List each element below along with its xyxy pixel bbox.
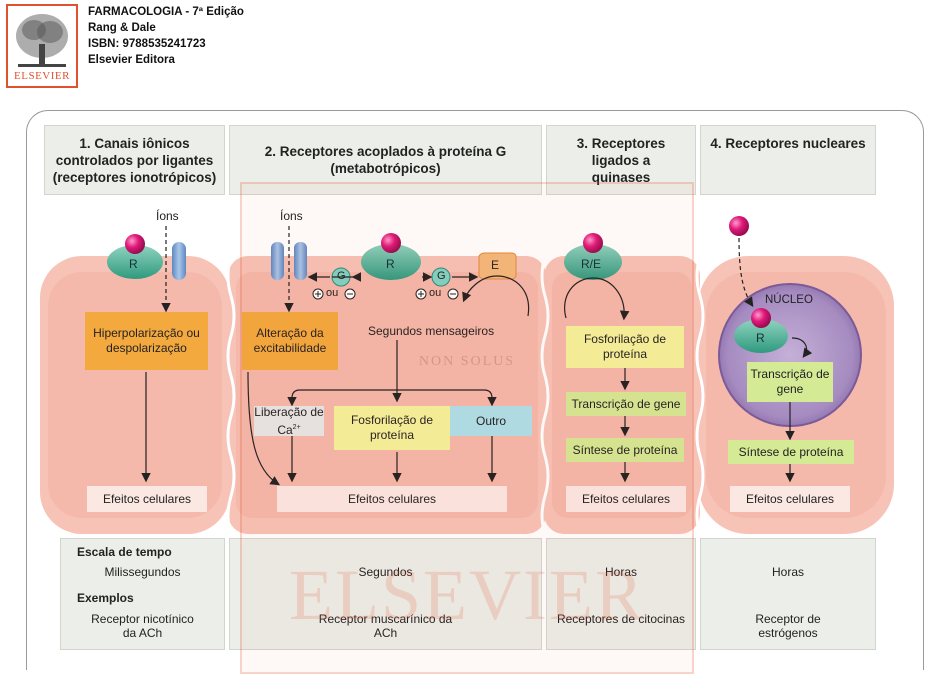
table-cell-4: Horas Receptor de estrógenos bbox=[700, 538, 876, 650]
or-label-left: ou bbox=[326, 287, 339, 299]
time-scale-3: Horas bbox=[604, 565, 637, 579]
gene-transcription-box-4: Transcrição de gene bbox=[747, 362, 833, 402]
book-publisher: Elsevier Editora bbox=[88, 54, 175, 66]
logo-text: ELSEVIER bbox=[14, 70, 70, 82]
book-title: FARMACOLOGIA - 7ª Edição bbox=[88, 6, 244, 18]
second-messengers-label: Segundos mensageiros bbox=[368, 324, 495, 338]
example-3: Receptores de citocinas bbox=[556, 612, 686, 626]
book-isbn: ISBN: 9788535241723 bbox=[88, 38, 206, 50]
receptor-4 bbox=[734, 308, 788, 353]
calcium-superscript: 2+ bbox=[292, 423, 301, 431]
effector bbox=[478, 252, 517, 280]
cellular-effects-3: Efeitos celulares bbox=[566, 486, 686, 512]
time-scale-1: Milissegundos bbox=[104, 565, 181, 579]
example-2: Receptor muscarínico da ACh bbox=[318, 612, 453, 640]
ions-label-1: Íons bbox=[156, 209, 179, 223]
figure-frame bbox=[26, 110, 924, 670]
phosphorylation-box-2: Fosforilação de proteína bbox=[334, 406, 450, 450]
time-scale-label: Escala de tempo bbox=[77, 545, 172, 559]
ligand-free bbox=[729, 216, 749, 236]
phosphorylation-box-3: Fosforilação de proteína bbox=[566, 326, 684, 368]
g-label-right: G bbox=[437, 270, 446, 282]
ion-channel-2b bbox=[294, 242, 307, 280]
header-gpcr: 2. Receptores acoplados à proteína G (me… bbox=[229, 125, 542, 195]
elsevier-logo: ELSEVIER bbox=[6, 4, 78, 88]
cellular-effects-2: Efeitos celulares bbox=[277, 486, 507, 512]
header-ionotropic: 1. Canais iônicos controlados por ligant… bbox=[44, 125, 225, 195]
minus-icon bbox=[447, 288, 459, 300]
minus-icon bbox=[344, 288, 356, 300]
time-scale-2: Segundos bbox=[358, 565, 413, 579]
cellular-effects-1: Efeitos celulares bbox=[87, 486, 207, 512]
ion-channel-1 bbox=[172, 242, 186, 280]
example-1: Receptor nicotínico da ACh bbox=[91, 612, 194, 640]
time-scale-4: Horas bbox=[771, 565, 804, 579]
hyperpolarization-box: Hiperpolarização ou despolarização bbox=[85, 312, 208, 370]
plus-icon bbox=[312, 288, 324, 300]
separator-1 bbox=[226, 255, 236, 535]
calcium-release-label: Liberação de Ca bbox=[254, 404, 324, 437]
gene-transcription-box-3: Transcrição de gene bbox=[566, 392, 686, 416]
receptor-label-kinase: R/E bbox=[581, 257, 602, 271]
receptor-1 bbox=[107, 234, 163, 279]
g-label-left: G bbox=[337, 270, 346, 282]
nucleus-label: NÚCLEO bbox=[765, 294, 813, 306]
cellular-effects-4: Efeitos celulares bbox=[730, 486, 850, 512]
receptor-label-2: R bbox=[386, 257, 395, 271]
protein-synthesis-box-4: Síntese de proteína bbox=[728, 440, 854, 464]
excitability-box: Alteração da excitabilidade bbox=[242, 312, 338, 370]
book-info: FARMACOLOGIA - 7ª Edição Rang & Dale ISB… bbox=[88, 4, 244, 68]
separator-3 bbox=[695, 255, 705, 535]
other-box: Outro bbox=[450, 406, 532, 436]
separator-2 bbox=[540, 255, 550, 535]
table-cell-2: Segundos Receptor muscarínico da ACh bbox=[229, 538, 542, 650]
effector-label: E bbox=[491, 258, 500, 272]
examples-label: Exemplos bbox=[77, 591, 134, 605]
calcium-release-box: Liberação de Ca2+ bbox=[254, 405, 324, 438]
header-nuclear: 4. Receptores nucleares bbox=[700, 125, 876, 195]
tree-icon bbox=[16, 14, 68, 67]
example-4: Receptor de estrógenos bbox=[755, 612, 821, 640]
receptor-2 bbox=[361, 233, 421, 280]
receptor-label-1: R bbox=[129, 257, 138, 271]
header-kinase: 3. Receptores ligados a quinases bbox=[546, 125, 696, 195]
receptor-kinase bbox=[564, 233, 622, 280]
receptor-label-4: R bbox=[756, 331, 765, 345]
table-cell-3: Horas Receptores de citocinas bbox=[546, 538, 696, 650]
ions-label-2: Íons bbox=[280, 209, 303, 223]
or-label-right: ou bbox=[429, 287, 442, 299]
protein-synthesis-box-3: Síntese de proteína bbox=[566, 438, 684, 462]
ion-channel-2a bbox=[271, 242, 284, 280]
plus-icon bbox=[415, 288, 427, 300]
book-authors: Rang & Dale bbox=[88, 22, 156, 34]
calcium-release-text: Liberação de Ca2+ bbox=[254, 405, 324, 438]
table-cell-1: Escala de tempo Milissegundos Exemplos R… bbox=[60, 538, 225, 650]
